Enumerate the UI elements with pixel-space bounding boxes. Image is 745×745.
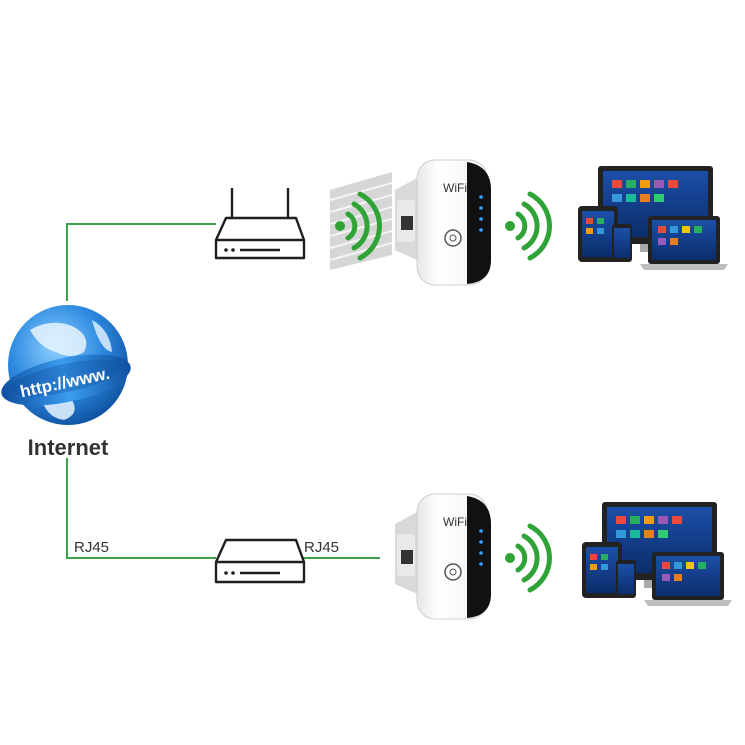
wireless-router-icon bbox=[214, 188, 306, 260]
internet-caption: Internet bbox=[28, 435, 109, 460]
globe-icon bbox=[1, 305, 131, 425]
wifi-signal-icon bbox=[505, 526, 550, 590]
rj45-label-left: RJ45 bbox=[74, 539, 109, 556]
repeater-logo: WiFi bbox=[443, 181, 467, 195]
cables bbox=[66, 223, 380, 559]
wifi-repeater-icon: WiFi bbox=[394, 159, 492, 286]
devices-icon bbox=[578, 166, 728, 270]
wired-router-icon bbox=[214, 538, 306, 584]
rj45-label-right: RJ45 bbox=[304, 539, 339, 556]
repeater-logo: WiFi bbox=[443, 515, 467, 529]
devices-icon bbox=[582, 502, 732, 606]
wifi-repeater-icon: WiFi bbox=[394, 493, 492, 620]
wifi-signal-icon bbox=[505, 194, 550, 258]
